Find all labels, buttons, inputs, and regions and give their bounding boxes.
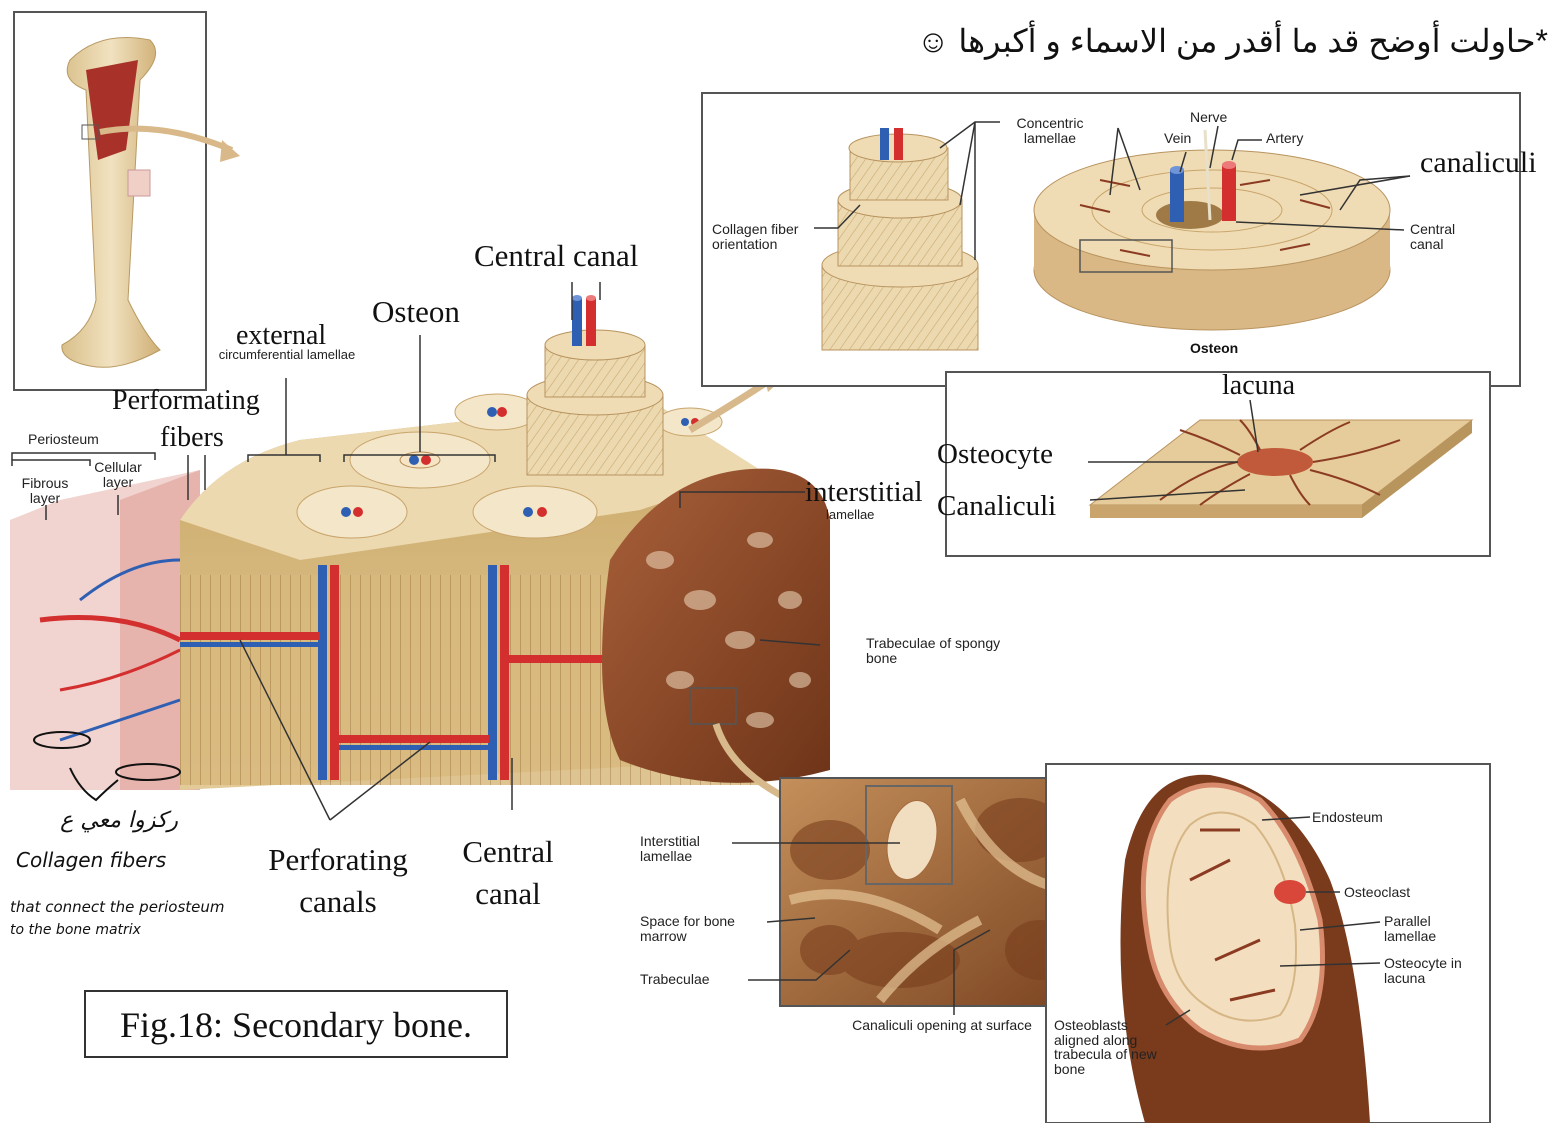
label-collagen-fiber-orientation: Collagen fiber orientation xyxy=(712,222,822,251)
label-interstitial: interstitial xyxy=(805,476,923,509)
label-osteon: Osteon xyxy=(372,296,460,327)
handwritten-line2: that connect the periosteum xyxy=(10,898,224,916)
label-perforating-1: Perforating xyxy=(250,844,426,875)
label-performating: Performating xyxy=(112,385,260,417)
caption-box: Fig.18: Secondary bone. xyxy=(84,990,508,1058)
label-canaliculi: Canaliculi xyxy=(937,490,1056,523)
label-osteon-panel: Osteon xyxy=(1190,340,1238,356)
label-endosteum: Endosteum xyxy=(1312,810,1383,825)
handwritten-arabic: ركزوا معي ع xyxy=(28,808,178,833)
label-trabeculae: Trabeculae xyxy=(640,972,710,987)
label-artery: Artery xyxy=(1266,131,1303,146)
label-interstitial-lamellae: Interstitial lamellae xyxy=(640,834,740,863)
label-vein: Vein xyxy=(1164,131,1191,146)
label-parallel-lamellae: Parallel lamellae xyxy=(1384,914,1464,943)
label-cellular-layer: Cellular layer xyxy=(78,460,158,489)
label-concentric-lamellae: Concentric lamellae xyxy=(998,116,1102,145)
label-nerve: Nerve xyxy=(1190,110,1227,125)
label-space-for-bone-marrow: Space for bone marrow xyxy=(640,914,770,943)
label-trabeculae-spongy: Trabeculae of spongy bone xyxy=(866,636,1006,665)
label-osteocyte-in-lacuna: Osteocyte in lacuna xyxy=(1384,956,1484,985)
label-canaliculi-opening: Canaliculi opening at surface xyxy=(852,1018,1032,1033)
label-circumferential-lamellae: circumferential lamellae xyxy=(216,348,358,362)
label-central-canal-panel: Central canal xyxy=(1410,222,1490,251)
protruding-osteon xyxy=(527,295,663,475)
header-note: *حاولت أوضح قد ما أقدر من الاسماء و أكبر… xyxy=(848,22,1548,60)
handwritten-line1: Collagen fibers xyxy=(16,848,166,872)
osteon-panel xyxy=(702,93,1520,386)
label-osteoclast: Osteoclast xyxy=(1344,885,1410,900)
label-central-canal-top: Central canal xyxy=(474,240,638,271)
label-osteoblasts: Osteoblasts aligned along trabecula of n… xyxy=(1054,1018,1174,1077)
label-fibers: fibers xyxy=(160,422,224,454)
periosteum-block xyxy=(10,470,200,790)
figure-caption: Fig.18: Secondary bone. xyxy=(86,1004,506,1046)
label-interstitial-lamellae-small: lamellae xyxy=(826,508,874,522)
label-central-canal-bottom-2: canal xyxy=(446,878,570,909)
label-central-canal-bottom-1: Central xyxy=(446,836,570,867)
label-canaliculi-big: canaliculi xyxy=(1420,146,1537,180)
label-fibrous-layer: Fibrous layer xyxy=(6,476,84,505)
handwritten-line3: to the bone matrix xyxy=(10,922,141,938)
label-periosteum: Periosteum xyxy=(28,432,99,447)
label-perforating-2: canals xyxy=(250,886,426,917)
long-bone-inset xyxy=(14,12,240,390)
label-lacuna: lacuna xyxy=(1222,370,1295,402)
label-osteocyte: Osteocyte xyxy=(937,438,1053,471)
